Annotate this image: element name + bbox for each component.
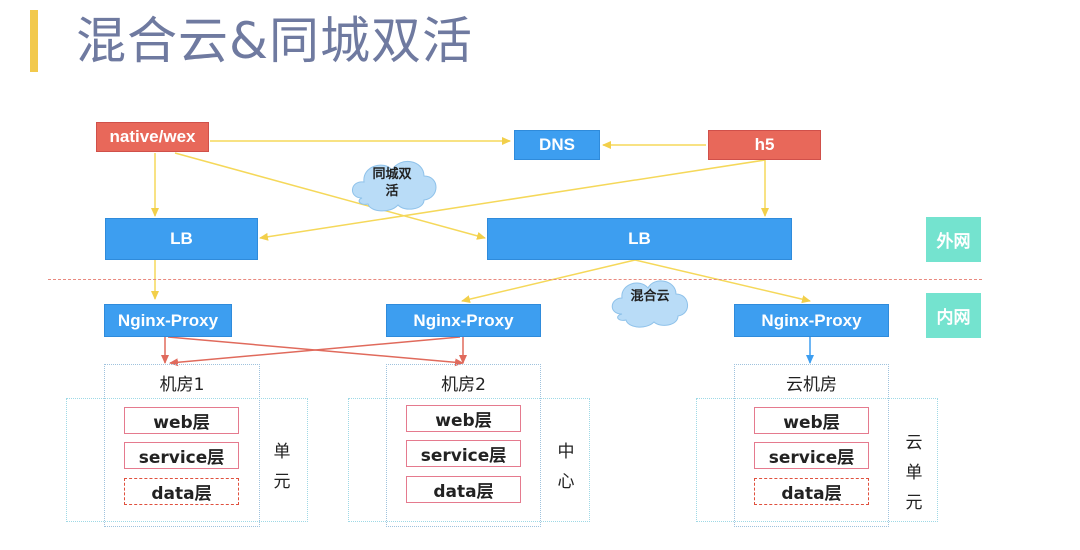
cloud-unit-frame (696, 398, 938, 522)
h5-node: h5 (708, 130, 821, 160)
room2-web-layer: web层 (406, 405, 521, 432)
arrow-lb-right-proxy-right (634, 259, 811, 304)
arrow-native-lb-right (174, 152, 486, 240)
zone-outer-badge: 外网 (926, 217, 981, 262)
arrow-h5-lb-left (259, 159, 766, 241)
center-label: 中心 (557, 442, 575, 492)
room2-frame (386, 364, 541, 527)
native-wex-node: native/wex (96, 122, 209, 152)
room1-data-layer: data层 (124, 478, 239, 505)
cloud-hybrid-label: 混合云 (630, 289, 670, 304)
arrow-lb-right-proxy-mid (461, 259, 636, 304)
zone-inner-badge: 内网 (926, 293, 981, 338)
lb-left-node: LB (105, 218, 258, 260)
center-frame (348, 398, 590, 522)
cloud-hybrid-shape (611, 280, 688, 328)
nginx-proxy-2: Nginx-Proxy (386, 304, 541, 337)
cloudroom-data-layer: data层 (754, 478, 869, 505)
room1-web-layer: web层 (124, 407, 239, 434)
room2-service-layer: service层 (406, 440, 521, 467)
room1-frame (104, 364, 260, 527)
cloudroom-title: 云机房 (786, 375, 837, 395)
cloudroom-service-layer: service层 (754, 442, 869, 469)
lb-right-node: LB (487, 218, 792, 260)
title-accent-bar (30, 10, 38, 72)
cloudroom-frame (734, 364, 889, 527)
cloud-unit-label: 云单元 (905, 433, 923, 513)
network-divider (48, 279, 982, 280)
dns-node: DNS (514, 130, 600, 160)
arrow-proxy2-room1 (169, 336, 461, 367)
unit-label: 单元 (273, 442, 291, 492)
cloud-same-city-label: 同城双活 (372, 167, 412, 199)
cloud-same-city-shape (352, 161, 437, 212)
unit-frame (66, 398, 308, 522)
nginx-proxy-1: Nginx-Proxy (104, 304, 232, 337)
room1-service-layer: service层 (124, 442, 239, 469)
page-title: 混合云&同城双活 (76, 12, 473, 70)
cloudroom-web-layer: web层 (754, 407, 869, 434)
room1-title: 机房1 (159, 375, 205, 395)
room2-title: 机房2 (441, 375, 486, 395)
room2-data-layer: data层 (406, 476, 521, 503)
nginx-proxy-3: Nginx-Proxy (734, 304, 889, 337)
